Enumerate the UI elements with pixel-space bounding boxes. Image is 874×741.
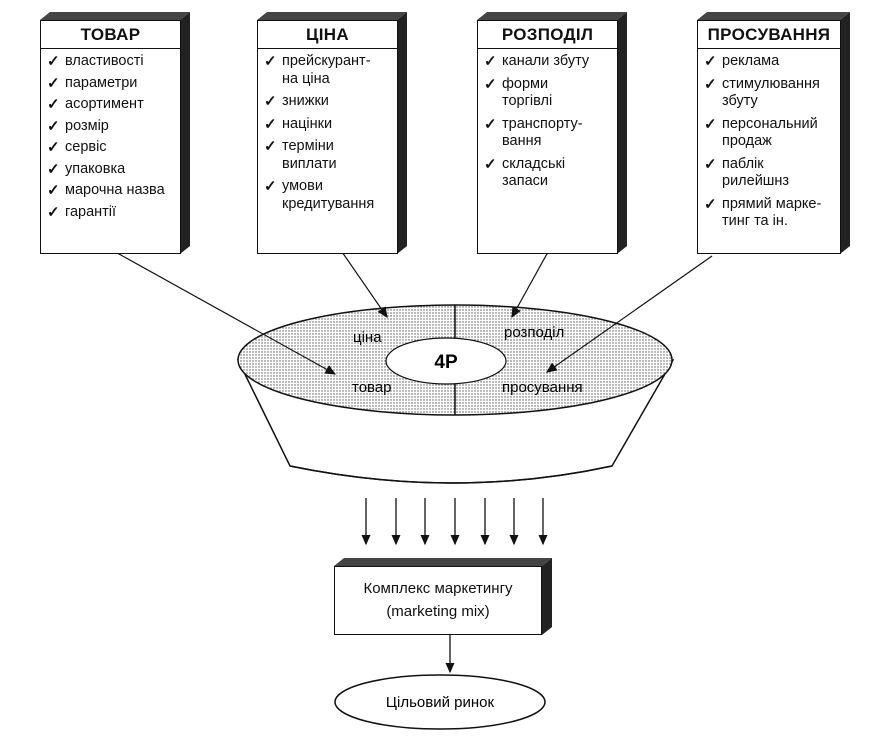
list-item: сервіс	[47, 139, 176, 157]
category-box-tovar: ТОВАР властивості параметри асортимент р…	[40, 20, 181, 254]
marketing-mix-subtitle: (marketing mix)	[386, 603, 490, 620]
mix-box-top-shadow	[334, 558, 552, 566]
quadrant-label-rozpodil: розподіл	[504, 324, 564, 341]
box-top-shadow-rozpodil	[477, 12, 627, 20]
list-item: прейскурант- на ціна	[264, 53, 393, 88]
category-title-tsina: ЦІНА	[258, 21, 397, 49]
connector-prosuvannya	[546, 255, 713, 373]
connector-rozpodil	[511, 251, 549, 319]
box-top-shadow-prosuvannya	[697, 12, 850, 20]
box-shadow-rozpodil	[617, 12, 627, 254]
list-item: гарантії	[47, 204, 176, 222]
list-item: націнки	[264, 116, 393, 134]
box-top-shadow-tovar	[40, 12, 190, 20]
center-label: 4P	[434, 352, 458, 373]
category-title-rozpodil: РОЗПОДІЛ	[478, 21, 617, 49]
list-item: упаковка	[47, 161, 176, 179]
quadrant-label-prosuvannya: просування	[502, 379, 583, 396]
box-shadow-tsina	[397, 12, 407, 254]
quadrant-label-tsina: ціна	[353, 329, 382, 346]
marketing-mix-box: Комплекс маркетингу (marketing mix)	[334, 566, 542, 635]
marketing-mix-title: Комплекс маркетингу	[363, 580, 513, 597]
mix-box-shadow	[542, 558, 552, 635]
list-item: реклама	[704, 53, 836, 71]
box-shadow-prosuvannya	[840, 12, 850, 254]
list-item: форми торгівлі	[484, 76, 613, 111]
bowl-bottom-curve	[289, 465, 613, 484]
list-item: властивості	[47, 53, 176, 71]
list-item: паблік рилейшнз	[704, 156, 836, 191]
list-item: розмір	[47, 118, 176, 136]
list-item: асортимент	[47, 96, 176, 114]
category-list-tovar: властивості параметри асортимент розмір …	[41, 49, 180, 221]
list-item: канали збуту	[484, 53, 613, 71]
category-list-tsina: прейскурант- на ціна знижки націнки терм…	[258, 49, 397, 213]
category-box-tsina: ЦІНА прейскурант- на ціна знижки націнки…	[257, 20, 398, 254]
list-item: марочна назва	[47, 182, 176, 200]
list-item: транспорту- вання	[484, 116, 613, 151]
list-item: стимулювання збуту	[704, 76, 836, 111]
category-list-rozpodil: канали збуту форми торгівлі транспорту- …	[478, 49, 617, 191]
connector-tsina	[339, 248, 388, 318]
category-box-prosuvannya: ПРОСУВАННЯ реклама стимулювання збуту пе…	[697, 20, 841, 254]
box-top-shadow-tsina	[257, 12, 407, 20]
center-ellipse	[385, 337, 507, 385]
list-item: параметри	[47, 75, 176, 93]
list-item: персональний продаж	[704, 116, 836, 151]
list-item: прямий марке- тинг та ін.	[704, 196, 836, 231]
category-list-prosuvannya: реклама стимулювання збуту персональний …	[698, 49, 840, 231]
target-market-ellipse	[334, 674, 546, 730]
category-title-prosuvannya: ПРОСУВАННЯ	[698, 21, 840, 49]
list-item: терміни виплати	[264, 138, 393, 173]
category-box-rozpodil: РОЗПОДІЛ канали збуту форми торгівлі тра…	[477, 20, 618, 254]
box-shadow-tovar	[180, 12, 190, 254]
list-item: складські запаси	[484, 156, 613, 191]
quadrant-label-tovar: товар	[352, 379, 392, 396]
list-item: умови кредитування	[264, 178, 393, 213]
list-item: знижки	[264, 93, 393, 111]
category-title-tovar: ТОВАР	[41, 21, 180, 49]
target-market-label: Цільовий ринок	[386, 694, 495, 711]
connector-tovar	[109, 248, 337, 375]
